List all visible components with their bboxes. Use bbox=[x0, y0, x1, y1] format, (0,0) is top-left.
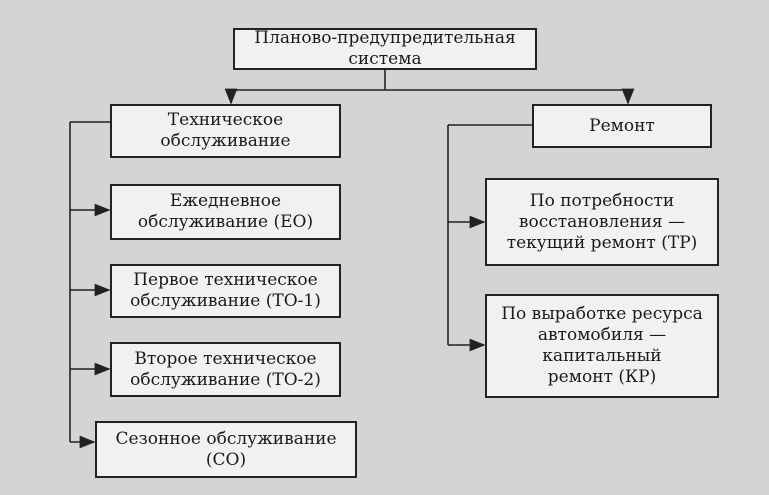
repair-item-kr: По выработке ресурса автомобиля — капита… bbox=[485, 294, 719, 398]
maintenance-item-co: Сезонное обслуживание (СО) bbox=[95, 421, 357, 478]
repair-box: Ремонт bbox=[532, 104, 712, 148]
repair-item-tr: По потребности восстановления — текущий … bbox=[485, 178, 719, 266]
maintenance-box: Техническое обслуживание bbox=[110, 104, 341, 158]
maintenance-item-eo: Ежедневное обслуживание (ЕО) bbox=[110, 184, 341, 240]
maintenance-item-to1: Первое техническое обслуживание (ТО-1) bbox=[110, 264, 341, 318]
maintenance-item-to2: Второе техническое обслуживание (ТО-2) bbox=[110, 342, 341, 397]
root-box: Планово-предупредительная система bbox=[233, 28, 537, 70]
